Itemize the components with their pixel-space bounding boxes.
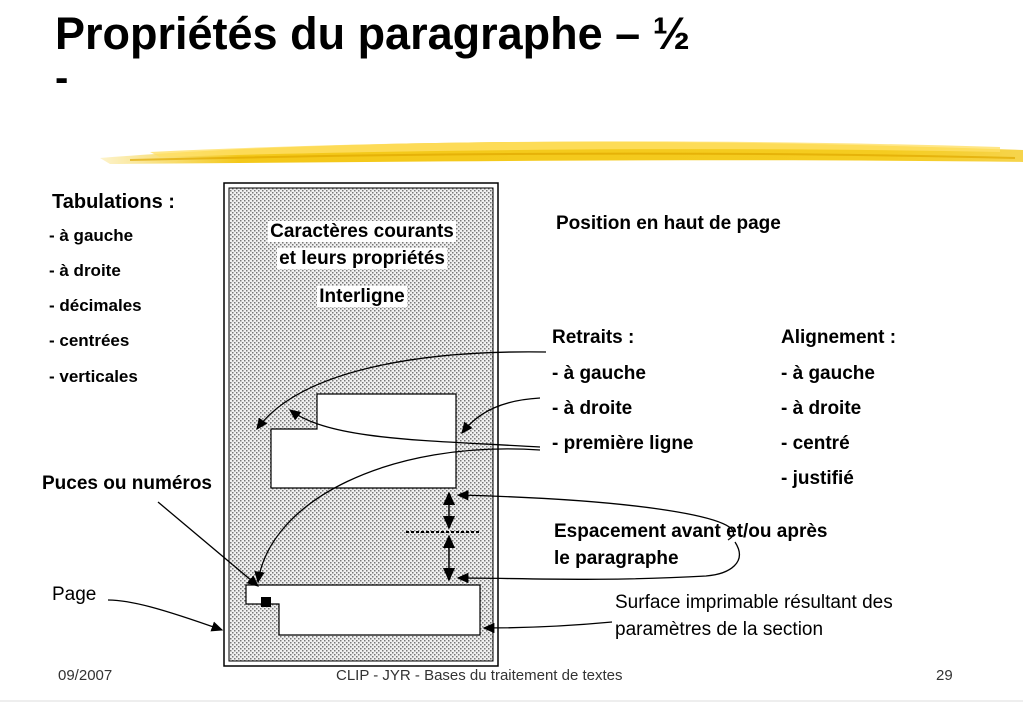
tabulations-item: - à droite: [49, 261, 121, 280]
alignement-item: - justifié: [781, 468, 854, 489]
footer-center-text: CLIP - JYR - Bases du traitement de text…: [336, 667, 623, 684]
alignement-item: - à droite: [781, 398, 862, 419]
espacement-line2: le paragraphe: [554, 548, 679, 569]
surface-line2: paramètres de la section: [615, 619, 824, 640]
retraits-item: - à droite: [552, 398, 633, 419]
surface-line1: Surface imprimable résultant des: [615, 592, 893, 613]
alignement-heading: Alignement :: [781, 327, 897, 348]
tabulations-item: - verticales: [49, 367, 138, 386]
slide-title-line1: Propriétés du paragraphe – ½: [55, 8, 691, 59]
tabulations-item: - à gauche: [49, 226, 134, 245]
footer-date: 09/2007: [58, 667, 113, 684]
paragraph-block-1: [270, 393, 457, 489]
alignement-item: - à gauche: [781, 363, 875, 384]
retraits-item: - première ligne: [552, 433, 694, 454]
retraits-item: - à gauche: [552, 363, 646, 384]
spacing-arrows: [406, 491, 480, 582]
alignement-item: - centré: [781, 433, 850, 454]
slide-title: Propriétés du paragraphe – ½ -: [55, 10, 690, 99]
tabulations-heading: Tabulations :: [52, 191, 175, 213]
diagram-label-line2: et leurs propriétés: [277, 248, 447, 269]
slide-title-line2: -: [55, 56, 69, 101]
diagram-label-line1: Caractères courants: [268, 221, 456, 242]
footer-page-number: 29: [936, 667, 953, 684]
tabulations-item: - décimales: [49, 296, 142, 315]
tabulations-item: - centrées: [49, 331, 130, 350]
page-label: Page: [52, 584, 97, 605]
puces-label: Puces ou numéros: [42, 473, 212, 494]
brush-stroke-decoration: [100, 141, 1023, 164]
pointer-arrows: [107, 351, 740, 634]
retraits-heading: Retraits :: [552, 327, 635, 348]
paragraph-block-2: [245, 584, 481, 636]
bullet-square: [261, 597, 271, 607]
position-label: Position en haut de page: [556, 213, 781, 234]
interligne-label: Interligne: [317, 286, 407, 307]
espacement-line1: Espacement avant et/ou après: [554, 521, 828, 542]
